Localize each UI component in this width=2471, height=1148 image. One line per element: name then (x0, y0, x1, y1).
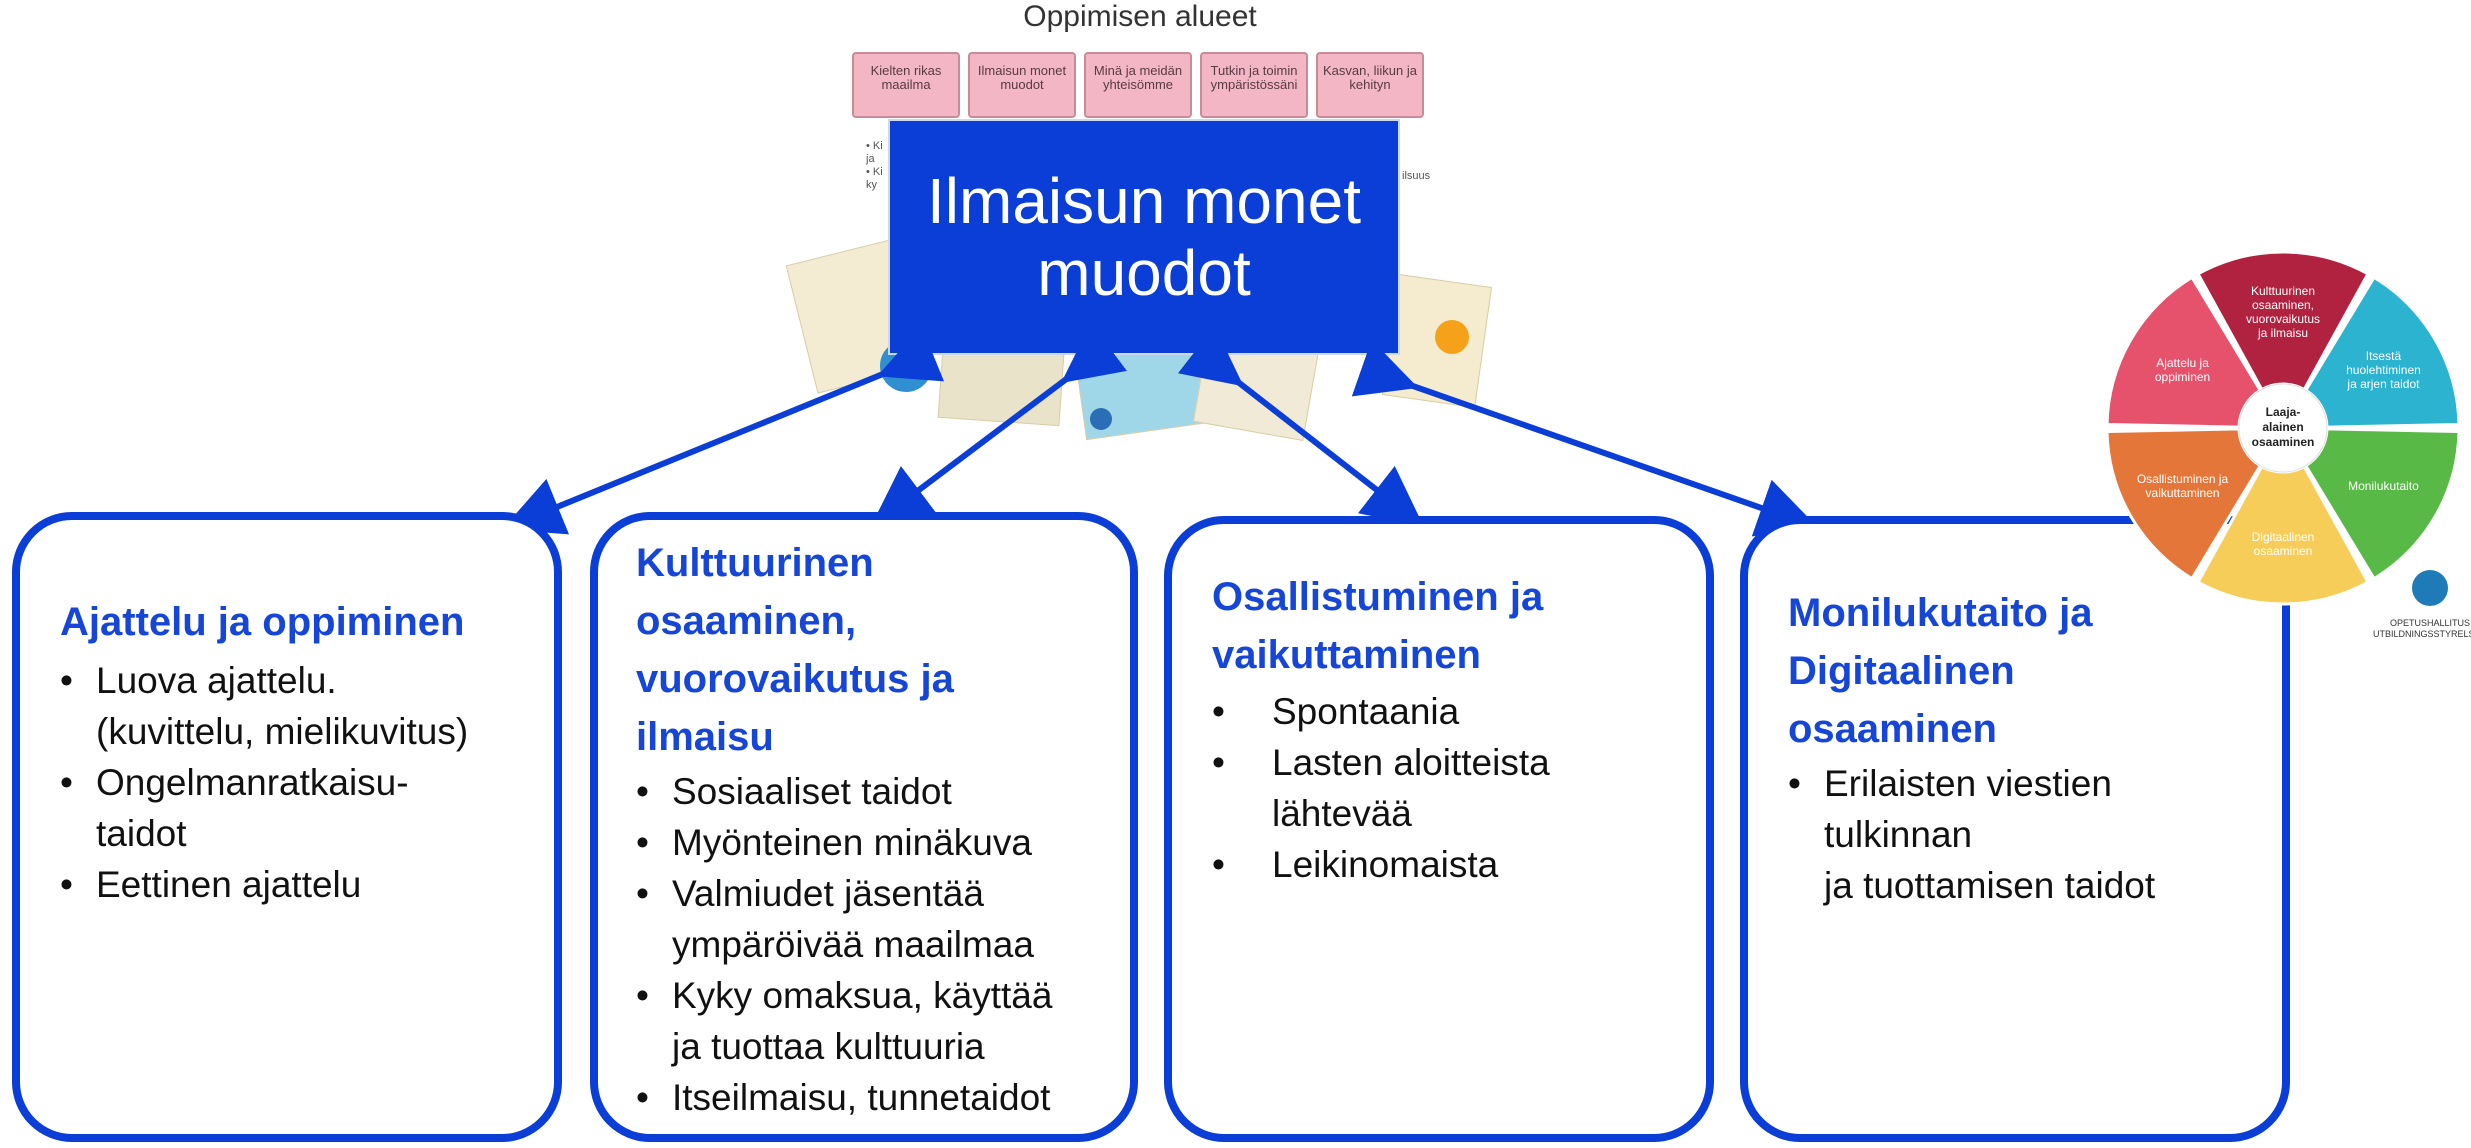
opetushallitus-logo-icon (2412, 570, 2448, 606)
opetushallitus-logo-text: OPETUSHALLITUSUTBILDNINGSSTYRELSEN (2373, 618, 2471, 639)
area-note-right: ilsuus (1402, 170, 1431, 182)
main-title-box: Ilmaisun monet muodot (888, 119, 1400, 355)
area-card-4: Tutkin ja toimin ympäristössäni (1200, 52, 1308, 118)
wheel-segment-label: Monilukutaito (2348, 479, 2419, 493)
main-title: Ilmaisun monet muodot (927, 165, 1361, 309)
arrow-to-box-2 (871, 322, 1128, 527)
box-1-item: Ongelmanratkaisu-taidot (60, 757, 468, 859)
arrow-to-box-4 (1351, 339, 1819, 537)
box-4-item: Erilaisten viestien tulkinnan ja tuottam… (1788, 758, 2155, 911)
box-1-item: Eettinen ajattelu (60, 859, 468, 910)
box-4-title: Monilukutaito ja Digitaalinen osaaminen (1788, 591, 2093, 751)
area-card-3: Minä ja meidän yhteisömme (1084, 52, 1192, 118)
box-2-list: Sosiaaliset taidot Myönteinen minäkuva V… (636, 766, 1052, 1123)
box-2-item: Sosiaaliset taidot (636, 766, 1052, 817)
box-1-title: Ajattelu ja oppiminen (60, 600, 465, 644)
box-2-item: Myönteinen minäkuva (636, 817, 1052, 868)
area-card-5: Kasvan, liikun ja kehityn (1316, 52, 1424, 118)
wheel-center (2238, 383, 2328, 473)
area-card-2: Ilmaisun monet muodot (968, 52, 1076, 118)
box-3-item: Leikinomaista (1212, 839, 1550, 890)
box-2-item: Itseilmaisu, tunnetaidot (636, 1072, 1052, 1123)
area-card-1: Kielten rikas maailma (852, 52, 960, 118)
box-3-title: Osallistuminen ja vaikuttaminen (1212, 575, 1544, 677)
box-2-title: Kulttuurinen osaaminen, vuorovaikutus ja… (636, 541, 954, 759)
learning-areas-caption: Oppimisen alueet (1023, 0, 1257, 33)
box-3-item: Spontaania (1212, 686, 1550, 737)
arrow-to-box-1 (502, 325, 945, 535)
box-1-item: Luova ajattelu.(kuvittelu, mielikuvitus) (60, 655, 468, 757)
box-4-list: Erilaisten viestien tulkinnan ja tuottam… (1788, 758, 2155, 911)
arrow-to-box-3 (1177, 325, 1424, 527)
box-1-list: Luova ajattelu.(kuvittelu, mielikuvitus)… (60, 655, 468, 910)
